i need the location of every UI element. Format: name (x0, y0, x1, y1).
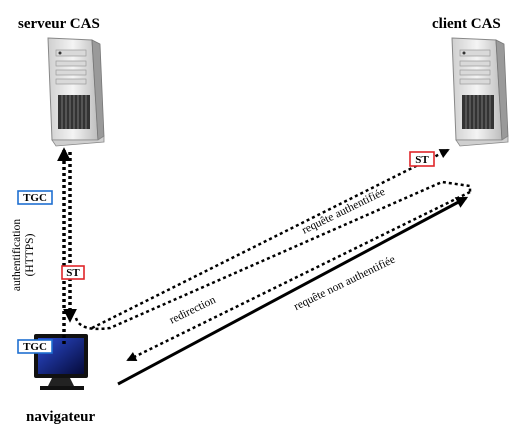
browser-title: navigateur (26, 409, 96, 425)
authenticated-request-label: requête authentifiée (300, 186, 387, 237)
tgc-badge-bottom: TGC (17, 339, 53, 354)
auth-label-line1: authentification (11, 219, 23, 291)
svg-text:ST: ST (66, 267, 80, 279)
redirection-arrow (126, 190, 471, 362)
unauthenticated-request-arrow (117, 196, 469, 386)
st-badge-right: ST (409, 151, 435, 167)
server-tower-icon (451, 37, 509, 147)
auth-label-line2: (HTTPS) (24, 233, 36, 276)
st-badge-left: ST (61, 265, 85, 280)
svg-text:TGC: TGC (23, 192, 47, 204)
server-tower-icon (47, 37, 105, 147)
client-title: client CAS (432, 16, 501, 32)
server-title: serveur CAS (18, 16, 100, 32)
authenticated-request-arrow (91, 148, 450, 330)
tgc-badge-top: TGC (17, 190, 53, 205)
svg-text:TGC: TGC (23, 341, 47, 353)
svg-text:ST: ST (415, 154, 429, 166)
